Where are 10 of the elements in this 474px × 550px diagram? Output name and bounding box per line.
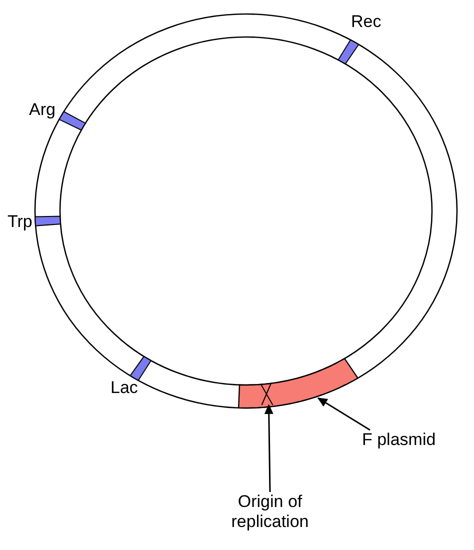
origin-mark [260,384,274,406]
leader-arrow [317,397,370,431]
gene-label: Lac [110,378,138,398]
leader-arrow [264,404,274,492]
region-label: Origin of replication [215,492,325,532]
gene-label: Rec [351,12,382,32]
plasmid-region [238,358,359,409]
gene-label: Trp [8,212,32,232]
region-label: F plasmid [362,430,436,450]
gene-label: Arg [29,100,56,120]
